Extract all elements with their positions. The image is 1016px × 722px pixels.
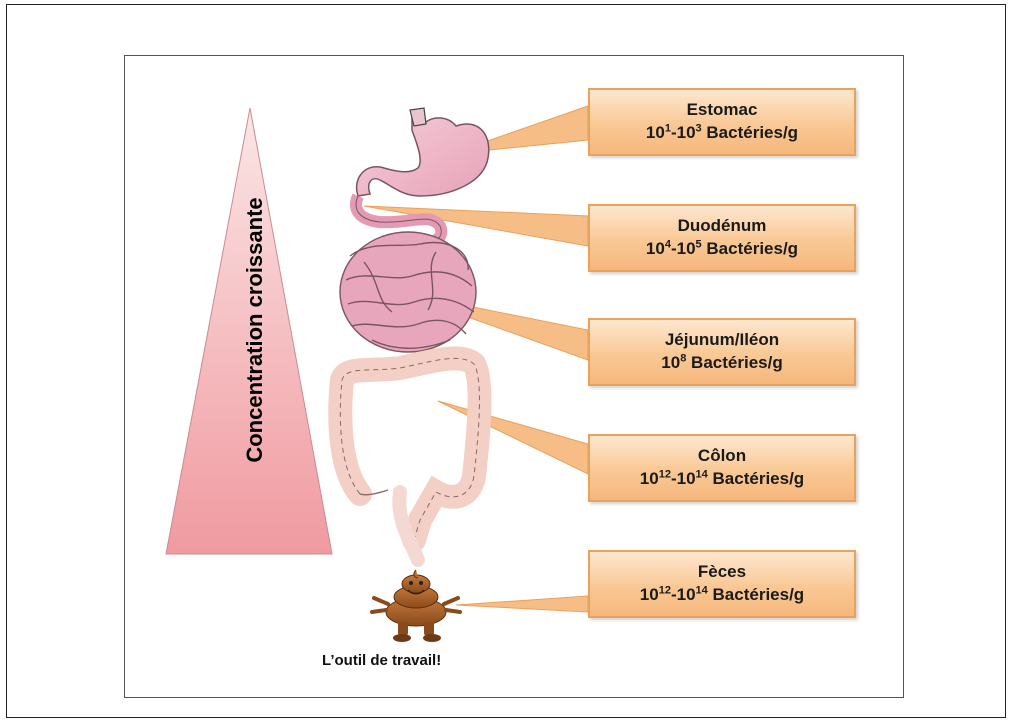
callout-colon: Côlon 1012-1014 Bactéries/g bbox=[588, 434, 856, 502]
callout-title: Fèces bbox=[698, 561, 746, 584]
callout-title: Duodénum bbox=[678, 215, 767, 238]
callout-value: 108 Bactéries/g bbox=[661, 352, 782, 375]
concentration-label: Concentration croissante bbox=[242, 197, 268, 462]
callout-title: Côlon bbox=[698, 445, 746, 468]
callout-jejunum-ileon: Jéjunum/Iléon 108 Bactéries/g bbox=[588, 318, 856, 386]
colon-shape bbox=[340, 358, 479, 560]
pointer-feces bbox=[456, 596, 588, 612]
callout-title: Jéjunum/Iléon bbox=[665, 329, 779, 352]
callout-duodenum: Duodénum 104-105 Bactéries/g bbox=[588, 204, 856, 272]
callout-estomac: Estomac 101-103 Bactéries/g bbox=[588, 88, 856, 156]
callout-value: 104-105 Bactéries/g bbox=[646, 238, 798, 261]
poop-caption: L’outil de travail! bbox=[322, 652, 522, 669]
pointer-colon bbox=[438, 401, 588, 474]
callout-title: Estomac bbox=[687, 99, 758, 122]
stomach-shape bbox=[357, 108, 489, 196]
callout-value: 101-103 Bactéries/g bbox=[646, 122, 798, 145]
poop-character bbox=[372, 570, 460, 642]
callout-value: 1012-1014 Bactéries/g bbox=[640, 584, 804, 607]
callout-feces: Fèces 1012-1014 Bactéries/g bbox=[588, 550, 856, 618]
callout-value: 1012-1014 Bactéries/g bbox=[640, 468, 804, 491]
